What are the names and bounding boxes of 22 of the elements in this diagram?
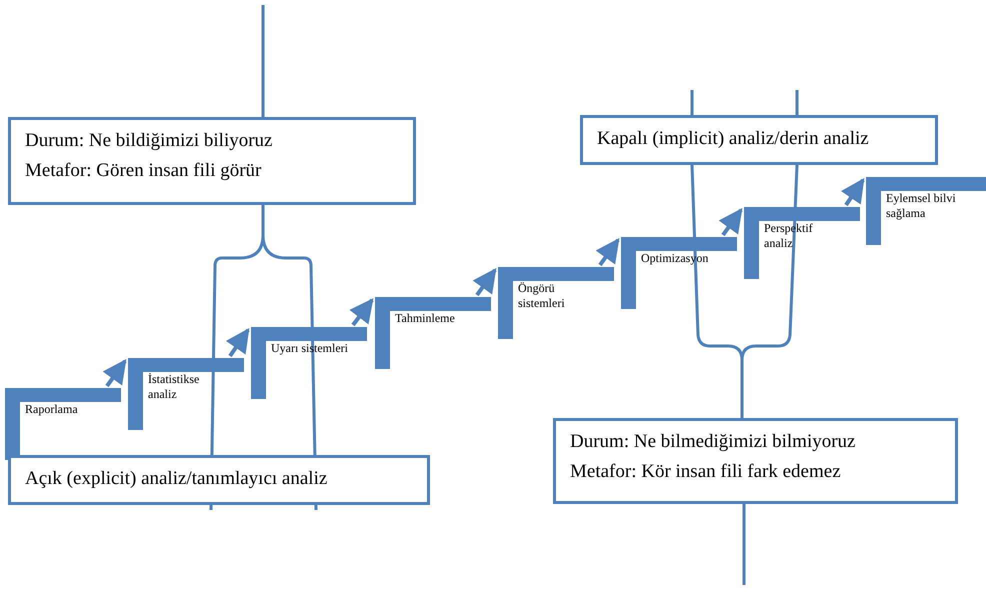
text-box: [553, 418, 958, 504]
arrow: [226, 328, 250, 358]
step-label: Eylemsel bilvi sağlama: [886, 191, 957, 221]
arrow: [718, 208, 743, 236]
arrow: [102, 359, 127, 388]
step-label: Öngörü sistemleri: [518, 281, 566, 311]
box-text: Metafor: Kör insan fili fark edemez: [570, 460, 842, 484]
text-box: [8, 117, 416, 205]
box-text: Açık (explicit) analiz/tanımlayıcı analiz: [25, 467, 328, 491]
arrow: [349, 298, 374, 326]
box-text: Kapalı (implicit) analiz/derin analiz: [597, 127, 870, 151]
box-text: Durum: Ne bilmediğimizi bilmiyoruz: [570, 430, 856, 454]
box-text: Durum: Ne bildiğimizi biliyoruz: [25, 129, 274, 153]
step-label: Raporlama: [25, 402, 79, 417]
text-box: [580, 115, 938, 165]
step-label: İstatistikse analiz: [148, 372, 200, 402]
arrow: [840, 178, 865, 206]
arrow: [472, 268, 497, 296]
step-label: Tahminleme: [395, 311, 456, 326]
text-box: [8, 455, 430, 505]
box-text: Metafor: Gören insan fili görür: [25, 159, 262, 183]
arrow: [596, 238, 620, 266]
